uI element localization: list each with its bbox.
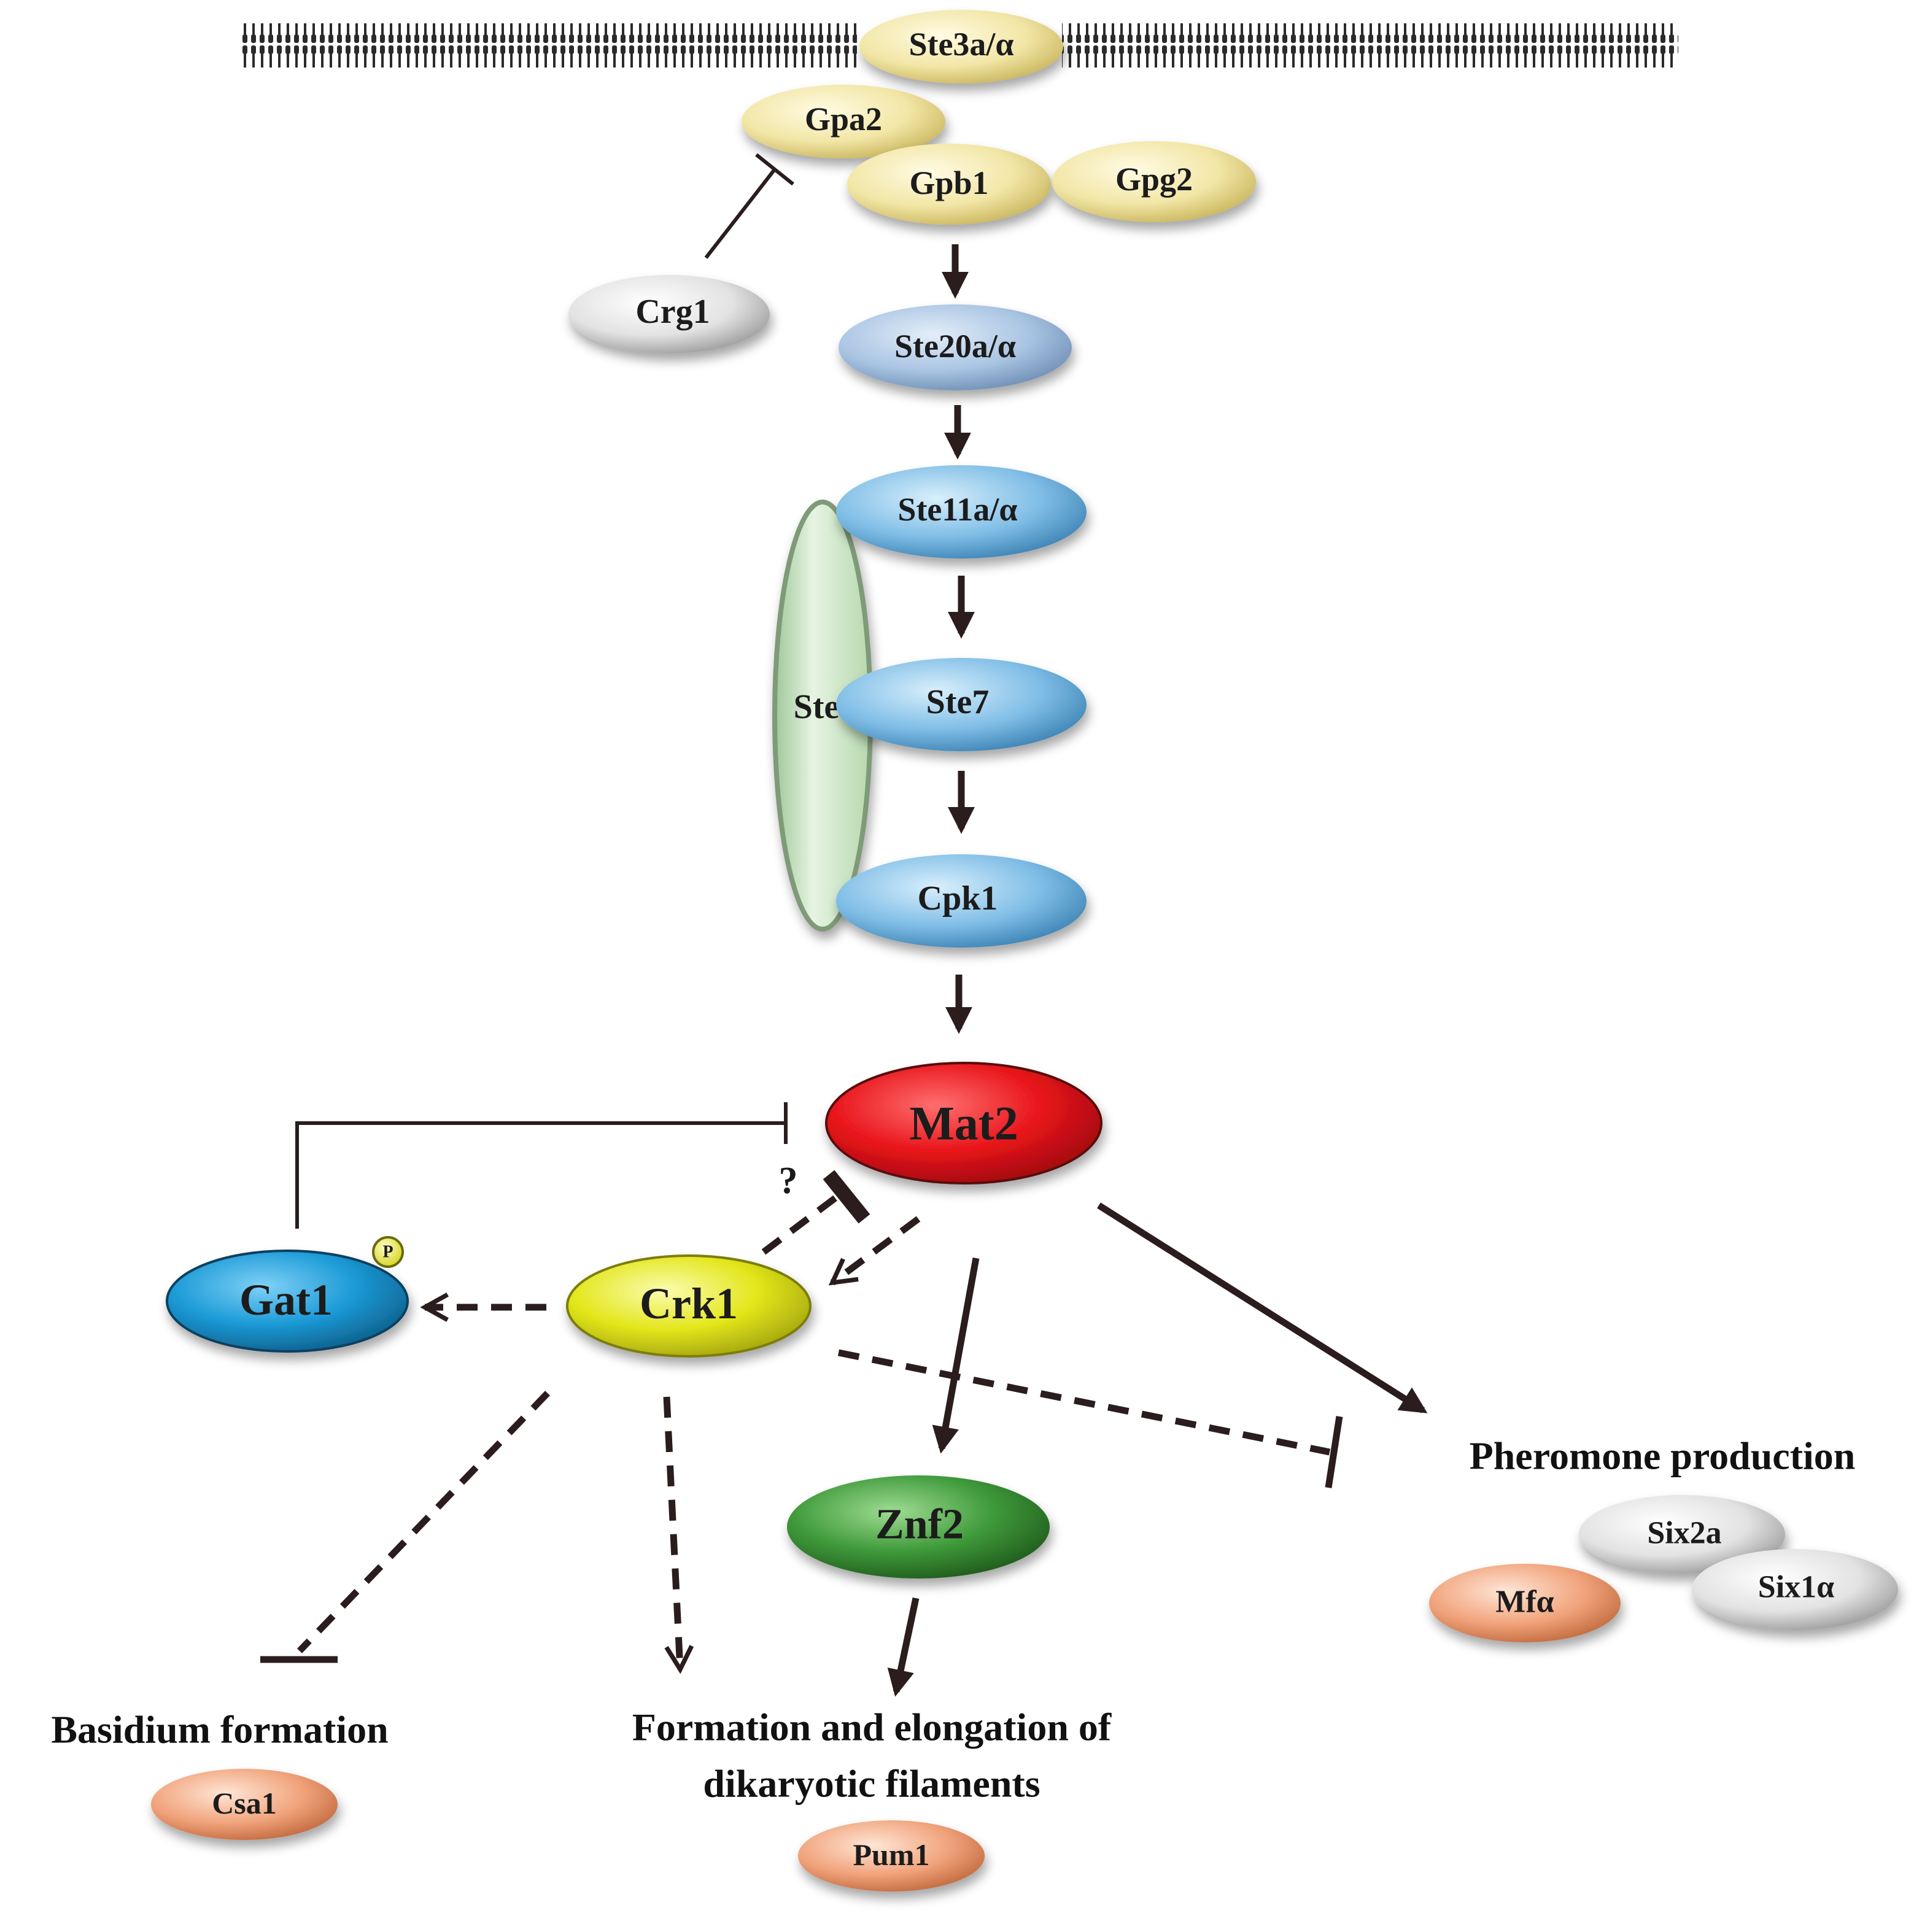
outcome-basidium-formation: Basidium formation <box>51 1708 388 1752</box>
phospho-badge: P <box>372 1236 404 1268</box>
node-ste7-label: Ste7 <box>926 683 990 721</box>
edge-crk1-mat2-bar <box>823 1170 870 1224</box>
node-znf2-label: Znf2 <box>875 1501 964 1548</box>
node-gpb1: Gpb1 <box>847 144 1051 225</box>
node-crk1: Crk1 <box>566 1254 812 1358</box>
node-crk1-label: Crk1 <box>640 1279 738 1328</box>
node-crg1: Crg1 <box>568 275 770 354</box>
node-gat1: Gat1 <box>166 1250 409 1353</box>
membrane-left <box>241 23 857 68</box>
edge-mat2-znf2 <box>932 1258 980 1454</box>
node-gat1-label: Gat1 <box>239 1275 333 1324</box>
edge-crg1-gpa2-inhibition <box>704 168 777 259</box>
node-ste20: Ste20a/α <box>839 304 1072 390</box>
node-cpk1-label: Cpk1 <box>918 879 998 918</box>
node-ste3: Ste3a/α <box>859 10 1063 83</box>
node-csa1-label: Csa1 <box>212 1786 277 1820</box>
node-crg1-label: Crg1 <box>635 293 710 331</box>
node-six2a: Six2a <box>1579 1495 1785 1574</box>
node-gpg2-label: Gpg2 <box>1115 161 1193 198</box>
node-gpb1-label: Gpb1 <box>909 164 988 201</box>
node-six1a-label: Six1α <box>1758 1570 1834 1605</box>
question-mark: ? <box>779 1160 798 1202</box>
node-pum1-label: Pum1 <box>853 1837 930 1872</box>
edge-crk1-pheromone-inhibition <box>837 1349 1331 1456</box>
node-six1a: Six1α <box>1692 1549 1898 1630</box>
phospho-badge-label: P <box>382 1243 393 1262</box>
node-csa1: Csa1 <box>151 1769 338 1840</box>
node-ste11-label: Ste11a/α <box>897 491 1017 528</box>
outcome-filaments-line1: Formation and elongation of <box>632 1706 1112 1749</box>
edge-crk1-filaments-activation <box>663 1396 694 1674</box>
node-cpk1: Cpk1 <box>836 854 1087 948</box>
node-pum1: Pum1 <box>798 1820 985 1891</box>
node-six2a-label: Six2a <box>1647 1516 1721 1551</box>
edge-crk1-mat2-inhibition <box>761 1192 841 1255</box>
membrane-right <box>1062 23 1678 68</box>
node-gpa2: Gpa2 <box>742 85 945 158</box>
edge-crk1-basidium-inhibition <box>297 1391 550 1653</box>
outcome-pheromone-production: Pheromone production <box>1470 1434 1856 1478</box>
node-ste11: Ste11a/α <box>836 465 1087 558</box>
edge-mat2-pheromone <box>1097 1202 1428 1413</box>
edge-crk1-pheromone-bar <box>1325 1416 1343 1488</box>
node-znf2: Znf2 <box>787 1475 1050 1578</box>
node-mfa: Mfα <box>1429 1564 1621 1642</box>
edge-crg1-gpa2-bar <box>755 153 794 186</box>
edge-gat1-mat2-inhibition <box>295 1121 786 1229</box>
node-gpg2: Gpg2 <box>1052 141 1256 222</box>
edge-znf2-filaments <box>887 1597 920 1697</box>
edge-mat2-crk1-activation <box>828 1216 921 1286</box>
node-gpa2-label: Gpa2 <box>805 101 882 137</box>
outcome-filaments-line2: dikaryotic filaments <box>703 1762 1040 1806</box>
node-mat2: Mat2 <box>825 1062 1102 1184</box>
node-ste7: Ste7 <box>836 658 1087 751</box>
node-mat2-label: Mat2 <box>909 1097 1018 1150</box>
node-ste20-label: Ste20a/α <box>894 328 1016 365</box>
node-ste3-label: Ste3a/α <box>909 26 1013 63</box>
node-mfa-label: Mfα <box>1495 1585 1554 1620</box>
